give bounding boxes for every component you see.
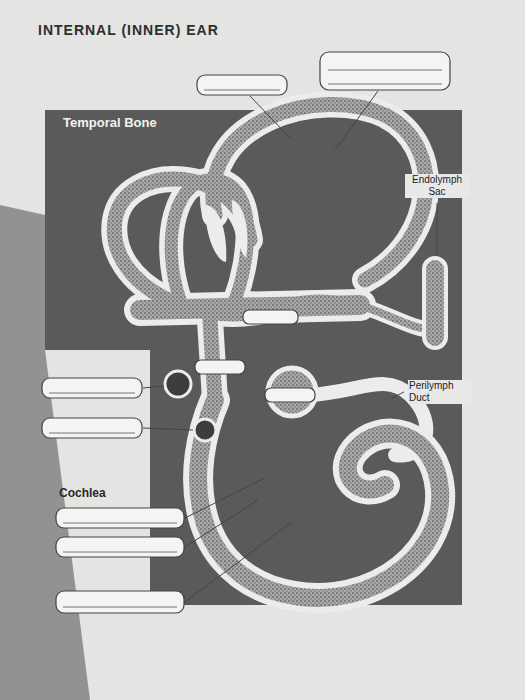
title: INTERNAL (INNER) EAR <box>38 22 219 38</box>
canal-gap <box>232 200 247 258</box>
blank-box <box>195 360 245 374</box>
blank-box <box>320 52 450 90</box>
leader-line <box>143 386 164 388</box>
blank-box <box>56 508 184 528</box>
blank-box <box>197 75 287 95</box>
leader-line <box>250 96 290 138</box>
blank-box <box>42 378 142 398</box>
lateral-duct <box>114 179 285 314</box>
leader-line <box>335 91 378 150</box>
posterior-duct <box>171 180 247 300</box>
leader-line <box>143 428 193 430</box>
box-rule <box>49 393 135 394</box>
box-rule <box>63 607 177 608</box>
leader-line <box>185 478 265 518</box>
box-rule <box>328 84 442 85</box>
leader-line <box>185 500 258 547</box>
leader-lines <box>143 91 437 602</box>
box-rule <box>63 552 177 553</box>
box-rule <box>63 523 177 524</box>
blank-box <box>56 537 184 557</box>
temporal-bone <box>45 110 462 605</box>
box-rule <box>328 70 442 71</box>
leader-line <box>392 392 404 398</box>
cochlea-spiral <box>198 400 440 598</box>
blank-box <box>243 310 298 324</box>
region-label: Temporal Bone <box>62 115 158 131</box>
oval-window <box>165 371 191 397</box>
canal-gap <box>205 205 226 262</box>
blank-box-rules <box>49 70 442 607</box>
utricle <box>140 305 360 310</box>
part-label: Perilymph Duct <box>408 380 472 404</box>
box-rule <box>204 90 280 91</box>
leader-line <box>185 522 292 602</box>
endolymph-sac <box>424 258 446 348</box>
section-label: Cochlea <box>58 486 107 500</box>
blank-box <box>265 388 315 402</box>
vestibule <box>140 305 360 310</box>
part-label: Endolymph Sac <box>405 174 469 198</box>
cochlear-duct <box>198 400 440 598</box>
box-rule <box>49 433 135 434</box>
blank-box <box>56 591 184 613</box>
photo-shadow <box>0 205 90 700</box>
leader-line <box>437 203 438 256</box>
endolymph-duct-inner <box>300 298 435 330</box>
blank-box <box>42 418 142 438</box>
round-window <box>194 419 216 441</box>
blank-label-boxes <box>42 52 450 613</box>
